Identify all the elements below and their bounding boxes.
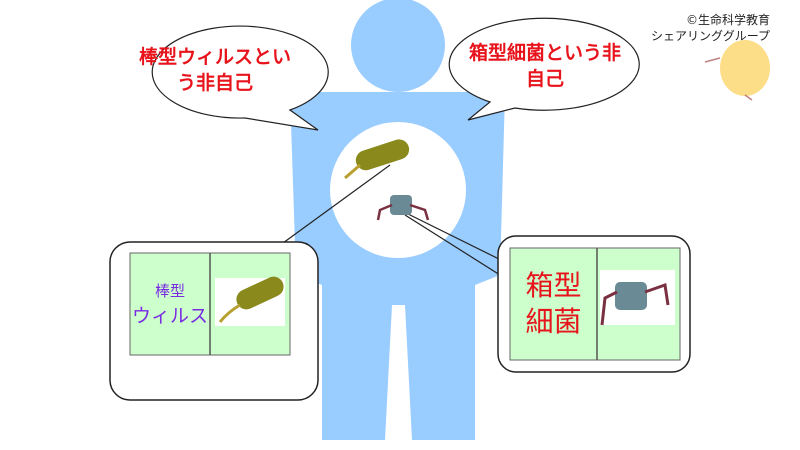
rod-virus-icon — [344, 139, 410, 180]
label-line-1: 棒型 — [154, 282, 185, 300]
rod-virus-image — [218, 276, 284, 323]
box-bacteria-icon — [376, 195, 430, 221]
label-box-bacteria: 箱型 細菌 — [510, 248, 597, 360]
speech-text-left: 棒型ウィルスという非自己 — [138, 46, 291, 94]
speech-bubble-left — [151, 25, 329, 131]
pointer-line-left — [282, 164, 391, 244]
credit-text: ©生命科学教育 シェアリンググループ — [651, 12, 770, 44]
chick-mascot-icon — [704, 40, 770, 101]
pointer-line-right — [404, 214, 501, 276]
speech-text-right: 箱型細菌という非自己 — [468, 42, 621, 90]
label-line-2: 細菌 — [525, 305, 582, 338]
credit-line-2: シェアリンググループ — [650, 29, 770, 43]
label-line-2: ウィルス — [131, 305, 208, 327]
box-bacteria-image — [600, 282, 670, 326]
label-line-1: 箱型 — [525, 269, 582, 302]
label-rod-virus: 棒型 ウィルス — [130, 253, 210, 355]
credit-line-1: ©生命科学教育 — [685, 13, 770, 27]
speech-bubble-right — [448, 17, 640, 121]
